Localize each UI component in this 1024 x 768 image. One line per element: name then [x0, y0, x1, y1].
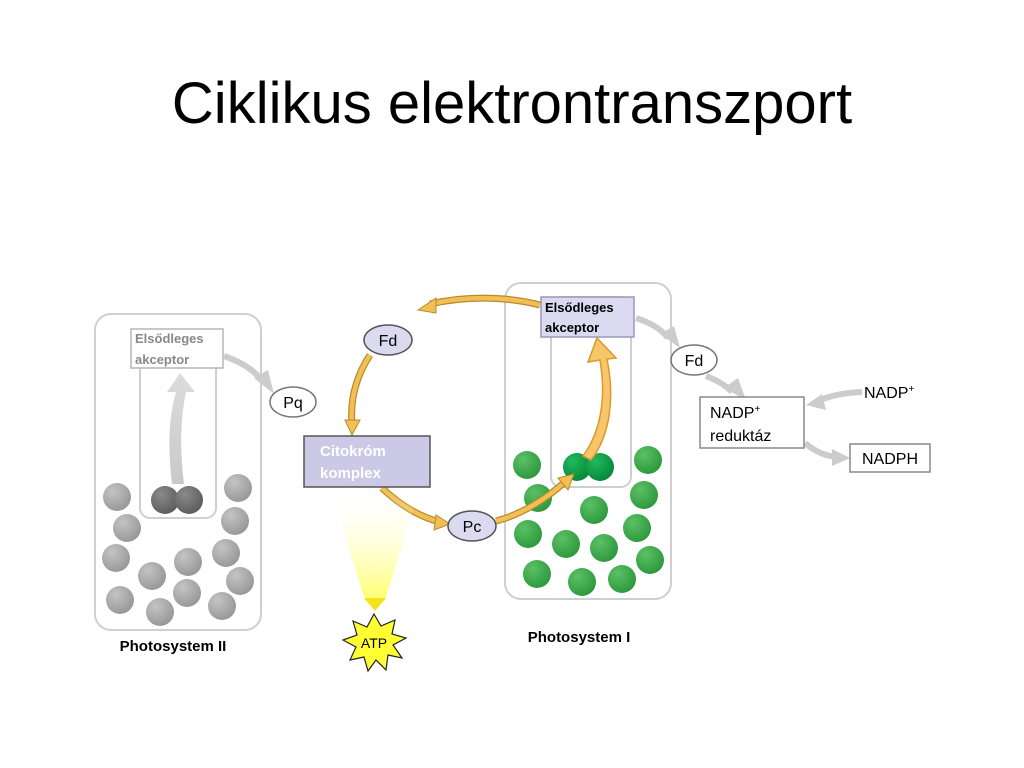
fd-out-ellipse: [670, 344, 718, 376]
cytochrome-complex: Citokróm komplex: [303, 435, 431, 488]
psi-pigment: [552, 530, 580, 558]
photosystem-ii: Elsődleges akceptor Photosystem II: [94, 313, 262, 655]
fd-out-carrier: Fd: [670, 344, 718, 376]
nadp-reductase-line1: NADP+: [710, 404, 760, 422]
psi-pigment: [634, 446, 662, 474]
pq-label: Pq: [283, 395, 303, 412]
nadp-plus: NADP+: [864, 384, 914, 402]
pq-ellipse: [269, 386, 317, 418]
psii-pigment: [113, 514, 141, 542]
psii-reaction-center-molecule: [175, 486, 203, 514]
psi-reaction-center-molecule: [563, 453, 591, 481]
nadp-plus-text: NADP+: [864, 384, 914, 402]
psi-pigment: [636, 546, 664, 574]
nadp-reductase: NADP+ reduktáz: [699, 396, 805, 449]
psi-label: Photosystem I: [528, 629, 631, 646]
psii-pigment: [208, 592, 236, 620]
psii-pigment: [173, 579, 201, 607]
psii-pigment: [226, 567, 254, 595]
psi-pigment: [623, 514, 651, 542]
psii-pigment: [221, 507, 249, 535]
psi-acceptor-box: [540, 296, 635, 338]
atp-label: ATP: [361, 635, 387, 651]
fd-cycle-carrier: Fd: [363, 324, 413, 356]
psi-reaction-center: [563, 453, 614, 481]
psi-pigment: [580, 496, 608, 524]
psi-pigment: [523, 560, 551, 588]
psi-acceptor-line2: akceptor: [545, 320, 599, 335]
psii-pigment-molecules: [102, 474, 254, 626]
psii-pigment: [138, 562, 166, 590]
psii-acceptor-box: [130, 328, 224, 369]
psii-reaction-center: [151, 486, 203, 514]
cytochrome-line1: Citokróm: [320, 443, 386, 460]
psii-pigment: [146, 598, 174, 626]
psii-excitation-arrow: [167, 373, 195, 484]
fd-out-label: Fd: [685, 353, 704, 370]
psii-pigment: [224, 474, 252, 502]
atp-light-cone: [330, 488, 420, 600]
psi-pigment: [608, 565, 636, 593]
cytochrome-line2: komplex: [320, 465, 382, 482]
photosystem-i: Elsődleges akceptor Photosystem I: [504, 282, 672, 646]
psi-pigment: [513, 451, 541, 479]
nadp-to-reductase-arrow: [806, 389, 863, 410]
atp-starburst: [341, 612, 408, 673]
psi-pigment: [630, 481, 658, 509]
atp-production: ATP: [330, 488, 420, 673]
fd-cycle-label: Fd: [379, 333, 398, 350]
nadp-plus-label: NADP: [864, 385, 908, 402]
atp-down-arrow: [364, 598, 386, 611]
nadp-plus-superscript: +: [908, 384, 914, 395]
psi-pigment: [514, 520, 542, 548]
nadp-reductase-line1-main: NADP: [710, 405, 754, 422]
pc-ellipse: [447, 510, 497, 542]
fd-cycle-ellipse: [363, 324, 413, 356]
cyclic-flow-arrows: [344, 294, 575, 531]
psi-excitation-arrow: [581, 336, 618, 461]
nadph: NADPH: [849, 443, 931, 473]
nadph-label: NADPH: [862, 451, 918, 468]
pq-carrier: Pq: [269, 386, 317, 418]
psii-label: Photosystem II: [120, 638, 227, 655]
pc-label: Pc: [463, 519, 482, 536]
psii-reaction-center-molecule: [151, 486, 179, 514]
psii-pigment: [174, 548, 202, 576]
nadp-reductase-line1-sup: +: [754, 404, 760, 415]
nadph-box: [849, 443, 931, 473]
psii-pigment: [103, 483, 131, 511]
nadp-reductase-box: [699, 396, 805, 449]
slide-title: Ciklikus elektrontranszport: [171, 71, 853, 136]
psii-pigment: [102, 544, 130, 572]
psii-acceptor-line2: akceptor: [135, 352, 189, 367]
nadp-reductase-line2: reduktáz: [710, 428, 771, 445]
cytochrome-box: [303, 435, 431, 488]
fd-to-reductase-arrow: [704, 373, 746, 400]
psii-pigment: [106, 586, 134, 614]
reductase-to-nadph-arrow: [803, 440, 850, 466]
psii-to-pq-arrow: [222, 353, 274, 394]
psi-acceptor-line1: Elsődleges: [545, 300, 614, 315]
psi-to-fd-arrow: [635, 315, 680, 348]
psi-reaction-center-molecule: [586, 453, 614, 481]
pc-carrier: Pc: [447, 510, 497, 542]
psi-pigment: [590, 534, 618, 562]
psii-acceptor-line1: Elsődleges: [135, 331, 204, 346]
psi-pigment: [568, 568, 596, 596]
psii-pigment: [212, 539, 240, 567]
